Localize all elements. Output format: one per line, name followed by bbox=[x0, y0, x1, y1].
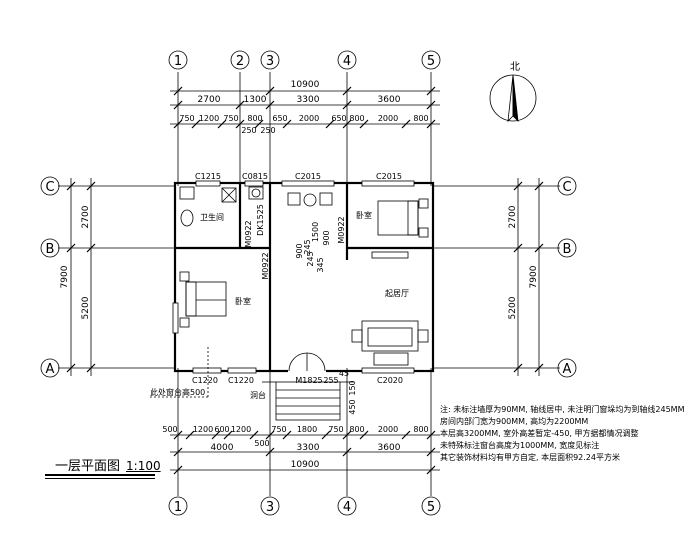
left-overall-dim: 7900 bbox=[60, 265, 70, 288]
room-bathroom: 卫生间 bbox=[200, 212, 224, 222]
bottom-sub-dim-5: 750 bbox=[271, 425, 286, 434]
top-sub-dim-3: 750 bbox=[223, 114, 238, 123]
opening-dim-150: 150 bbox=[348, 380, 357, 395]
inner-dim-5: 900 bbox=[322, 230, 331, 245]
axis-3-top: 3 bbox=[266, 54, 274, 69]
door-m0922-c: M0922 bbox=[261, 252, 270, 279]
inner-dim-1: 900 bbox=[295, 243, 304, 258]
bottom-extra-dim: 500 bbox=[254, 439, 269, 448]
bottom-overall-dim: 10900 bbox=[291, 460, 320, 470]
right-dim-1: 2700 bbox=[508, 205, 518, 228]
note-line: 其它装饰材料均有甲方自定, 本层面积92.24平方米 bbox=[440, 453, 620, 462]
axis-1-bottom: 1 bbox=[174, 500, 182, 515]
inner-dim-4: 245 bbox=[306, 251, 315, 266]
opening-dim-255: 255 bbox=[323, 376, 338, 385]
axis-1-top: 1 bbox=[174, 54, 182, 69]
opening-dim-450: 450 bbox=[348, 399, 357, 414]
room-bedroom-right: 卧室 bbox=[356, 210, 372, 220]
bottom-dim-3: 3600 bbox=[378, 443, 401, 453]
axis-3-bottom: 3 bbox=[266, 500, 274, 515]
bottom-sub-dim-9: 2000 bbox=[378, 425, 398, 434]
window-c1220-a: C1220 bbox=[192, 376, 218, 385]
top-sub-dim-7: 650 bbox=[331, 114, 346, 123]
top-sub-dim-4: 800 bbox=[247, 114, 262, 123]
window-c2015-b: C2015 bbox=[376, 172, 402, 181]
drawing-title: 一层平面图 bbox=[55, 459, 121, 474]
window-c2015-a: C2015 bbox=[295, 172, 321, 181]
note-line: 房间内部门宽为900MM, 高均为2200MM bbox=[440, 417, 589, 426]
north-label: 北 bbox=[510, 61, 520, 73]
bottom-sub-dim-2: 1200 bbox=[193, 425, 213, 434]
top-sub-dim-8: 800 bbox=[349, 114, 364, 123]
door-m1825: M1825 bbox=[295, 376, 322, 385]
inner-dim-6: 345 bbox=[316, 257, 325, 272]
opening-dim-45: 45 bbox=[339, 369, 349, 378]
top-dim-1: 2700 bbox=[198, 95, 221, 105]
top-dim-2: 1300 bbox=[244, 95, 267, 105]
window-c1215: C1215 bbox=[195, 172, 221, 181]
axis-a-left: A bbox=[46, 362, 55, 377]
axis-b-left: B bbox=[46, 242, 55, 257]
top-sub-dim-6: 2000 bbox=[299, 114, 319, 123]
door-m0922-a: M0922 bbox=[244, 220, 253, 247]
bottom-sub-dim-8: 800 bbox=[349, 425, 364, 434]
axis-b-right: B bbox=[563, 242, 572, 257]
top-dim-4: 3600 bbox=[378, 95, 401, 105]
note-line: 未特殊标注窗台高度为1000MM, 宽度见标注 bbox=[440, 441, 600, 450]
door-dk1525: DK1525 bbox=[256, 204, 265, 236]
bottom-sub-dim-4: 1200 bbox=[231, 425, 251, 434]
window-c0815: C0815 bbox=[242, 172, 268, 181]
top-sub-dim-10: 800 bbox=[413, 114, 428, 123]
axis-5-top: 5 bbox=[427, 54, 435, 69]
porch-label: 洞台 bbox=[250, 390, 266, 400]
inner-dim-2: 245 bbox=[303, 239, 312, 254]
axis-c-left: C bbox=[45, 180, 54, 195]
door-m0922-b: M0922 bbox=[337, 216, 346, 243]
design-notes: 注: 未标注墙厚为90MM, 轴线居中, 未注明门窗垛均为到轴线245MM 房间… bbox=[440, 404, 690, 464]
title-underline bbox=[45, 474, 155, 476]
window-c2020: C2020 bbox=[377, 376, 403, 385]
bottom-sub-dim-10: 800 bbox=[413, 425, 428, 434]
right-overall-dim: 7900 bbox=[529, 265, 539, 288]
axis-4-bottom: 4 bbox=[343, 500, 351, 515]
bottom-sub-dim-7: 750 bbox=[328, 425, 343, 434]
room-bedroom-left: 卧室 bbox=[235, 296, 251, 306]
bottom-sub-dim-1: 500 bbox=[162, 425, 177, 434]
left-dim-2: 5200 bbox=[81, 296, 91, 319]
note-line: 本层高3200MM, 室外高差暂定-450, 甲方据都情况调整 bbox=[440, 429, 639, 438]
window-c1220-b: C1220 bbox=[228, 376, 254, 385]
bottom-dim-1: 4000 bbox=[211, 443, 234, 453]
axis-2-top: 2 bbox=[236, 54, 244, 69]
top-sub-dim-1: 750 bbox=[179, 114, 194, 123]
top-sub-dim-9: 2000 bbox=[378, 114, 398, 123]
top-dim-3: 3300 bbox=[297, 95, 320, 105]
top-sub-dim-5: 650 bbox=[272, 114, 287, 123]
drawing-scale: 1:100 bbox=[126, 459, 161, 473]
top-extra-dim-2: 250 bbox=[260, 126, 275, 135]
top-overall-dim: 10900 bbox=[291, 80, 320, 90]
left-dim-1: 2700 bbox=[81, 205, 91, 228]
note-line: 注: 未标注墙厚为90MM, 轴线居中, 未注明门窗垛均为到轴线245MM bbox=[440, 405, 685, 414]
drawing-title-block: 一层平面图 1:100 bbox=[55, 455, 161, 474]
right-dim-2: 5200 bbox=[508, 296, 518, 319]
title-underline-thin bbox=[45, 478, 155, 479]
bottom-dim-2: 3300 bbox=[297, 443, 320, 453]
bottom-sub-dim-3: 600 bbox=[214, 425, 229, 434]
axis-4-top: 4 bbox=[343, 54, 351, 69]
window-sill-note: 此处窗台高500 bbox=[150, 387, 205, 397]
axis-a-right: A bbox=[563, 362, 572, 377]
axis-c-right: C bbox=[562, 180, 571, 195]
room-living: 起居厅 bbox=[385, 289, 409, 298]
axis-5-bottom: 5 bbox=[427, 500, 435, 515]
bottom-sub-dim-6: 1800 bbox=[297, 425, 317, 434]
top-sub-dim-2: 1200 bbox=[199, 114, 219, 123]
inner-dim-3: 1500 bbox=[311, 222, 320, 242]
top-extra-dim-1: 250 bbox=[241, 126, 256, 135]
